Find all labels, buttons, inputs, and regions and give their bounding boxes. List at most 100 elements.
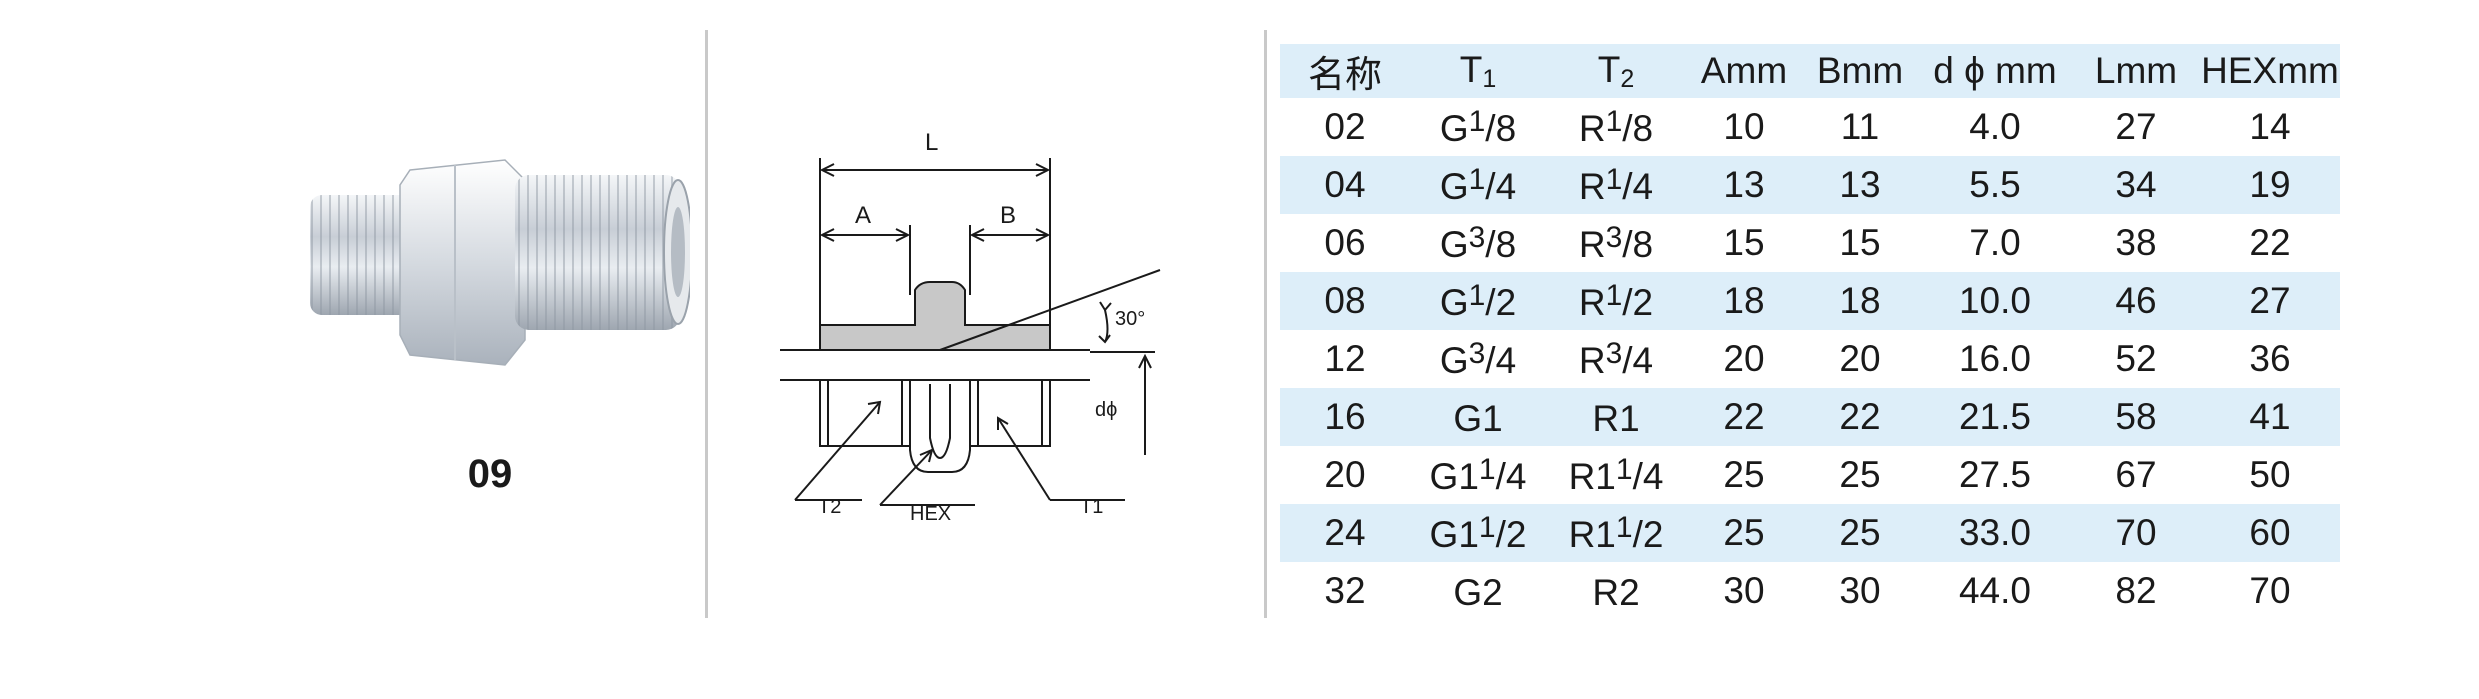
cell-a: 10 (1723, 106, 1765, 147)
cell-t2: R2 (1592, 571, 1640, 613)
cell-b: 30 (1839, 570, 1881, 611)
cell-t2: R11/4 (1568, 452, 1664, 497)
cell-a: 25 (1686, 504, 1802, 562)
header-b: Bmm (1802, 44, 1918, 98)
cell-a: 30 (1723, 570, 1765, 611)
table-row: 32 G2 R2 30 30 44.0 82 70 (1280, 562, 2340, 620)
cell-name: 06 (1324, 222, 1366, 263)
fitting-photo (310, 159, 690, 366)
header-a: Amm (1686, 44, 1802, 98)
cell-l: 34 (2072, 156, 2200, 214)
cell-d: 33.0 (1918, 504, 2072, 562)
dim-label-L: L (925, 129, 938, 156)
cell-b: 15 (1839, 222, 1881, 263)
label-T2: T2 (818, 496, 841, 518)
cell-d: 44.0 (1958, 570, 2031, 611)
dim-label-angle: 30° (1115, 308, 1145, 330)
header-d: d ϕ mm (1918, 44, 2072, 98)
cell-name: 16 (1280, 388, 1410, 446)
cell-b: 13 (1802, 156, 1918, 214)
cell-d: 21.5 (1918, 388, 2072, 446)
table-row: 06 G3/8 R3/8 15 15 7.0 38 22 (1280, 214, 2340, 272)
cell-l: 27 (2115, 106, 2157, 147)
dim-label-A: A (855, 202, 871, 229)
cell-b: 11 (1840, 106, 1880, 147)
cell-hex: 36 (2249, 338, 2291, 379)
cell-t2: R3/4 (1578, 336, 1654, 381)
cell-l: 70 (2072, 504, 2200, 562)
cell-t2: R1/2 (1546, 272, 1686, 330)
cell-l: 52 (2115, 338, 2157, 379)
cell-t1: G1 (1410, 388, 1546, 446)
cell-hex: 19 (2200, 156, 2340, 214)
cell-t1: G11/4 (1429, 452, 1527, 497)
cell-name: 12 (1324, 338, 1366, 379)
cell-hex: 22 (2249, 222, 2291, 263)
cell-t1: G11/2 (1410, 504, 1546, 562)
cell-t2: R3/8 (1578, 220, 1654, 265)
cell-l: 82 (2115, 570, 2157, 611)
header-t1: T1 (1410, 44, 1546, 98)
cell-hex: 50 (2249, 454, 2291, 495)
product-code: 09 (467, 452, 513, 496)
cell-a: 13 (1686, 156, 1802, 214)
cell-name: 02 (1324, 106, 1366, 147)
label-T1: T1 (1080, 496, 1103, 518)
header-hex: HEXmm (2200, 44, 2340, 98)
cell-b: 20 (1839, 338, 1881, 379)
cell-a: 22 (1686, 388, 1802, 446)
cell-a: 18 (1686, 272, 1802, 330)
cell-name: 24 (1280, 504, 1410, 562)
cell-a: 15 (1723, 222, 1765, 263)
cell-l: 58 (2072, 388, 2200, 446)
cell-d: 7.0 (1969, 222, 2021, 263)
cell-hex: 60 (2200, 504, 2340, 562)
divider-left (705, 30, 708, 618)
table-header-row: 名称 T1 T2 Amm Bmm d ϕ mm Lmm HEXmm (1280, 44, 2340, 98)
cell-t1: G1/8 (1439, 104, 1517, 149)
cell-hex: 70 (2249, 570, 2291, 611)
cell-name: 32 (1324, 570, 1366, 611)
cell-b: 22 (1802, 388, 1918, 446)
cell-hex: 41 (2200, 388, 2340, 446)
header-l: Lmm (2072, 44, 2200, 98)
cell-t2: R11/2 (1546, 504, 1686, 562)
cell-b: 18 (1802, 272, 1918, 330)
spec-table: 名称 T1 T2 Amm Bmm d ϕ mm Lmm HEXmm 02 G1/8… (1280, 44, 2340, 620)
dim-label-d: dϕ (1095, 399, 1117, 421)
cell-d: 10.0 (1918, 272, 2072, 330)
cell-l: 67 (2115, 454, 2157, 495)
label-HEX: HEX (910, 503, 951, 525)
cell-t1: G3/4 (1439, 336, 1517, 381)
cell-d: 4.0 (1969, 106, 2021, 147)
dimension-diagram: L A B 30° dϕ T2 HEX T1 (780, 129, 1161, 525)
cell-t1: G1/2 (1410, 272, 1546, 330)
cell-name: 20 (1324, 454, 1366, 495)
cell-a: 25 (1723, 454, 1765, 495)
cell-d: 5.5 (1918, 156, 2072, 214)
cell-d: 16.0 (1958, 338, 2031, 379)
cell-t1: G1/4 (1410, 156, 1546, 214)
cell-t2: R1 (1546, 388, 1686, 446)
cell-t1: G3/8 (1439, 220, 1517, 265)
dim-label-B: B (1000, 202, 1016, 229)
cell-name: 08 (1280, 272, 1410, 330)
cell-t2: R1/8 (1578, 104, 1654, 149)
cell-hex: 27 (2200, 272, 2340, 330)
cell-b: 25 (1839, 454, 1881, 495)
header-t2: T2 (1546, 44, 1686, 98)
cell-name: 04 (1280, 156, 1410, 214)
cell-t2: R1/4 (1546, 156, 1686, 214)
cell-t1: G2 (1453, 571, 1503, 613)
cell-l: 38 (2115, 222, 2157, 263)
cell-b: 25 (1802, 504, 1918, 562)
divider-right (1264, 30, 1267, 618)
header-name: 名称 (1280, 44, 1410, 98)
